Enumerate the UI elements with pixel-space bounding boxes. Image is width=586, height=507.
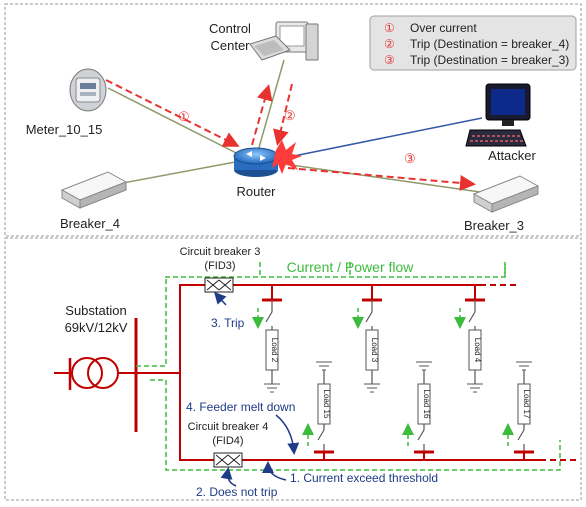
load-4-branch: [465, 285, 485, 393]
feeder-panel: [4, 237, 582, 501]
load-17-branch: [514, 361, 534, 460]
power-flow-label: Current / Power flow: [287, 259, 415, 275]
meltdown-label: 4. Feeder melt down: [186, 400, 295, 414]
not-trip-label: 2. Does not trip: [196, 485, 278, 499]
substation-label-line2: 69kV/12kV: [65, 320, 128, 335]
cb3-label: Circuit breaker 3: [180, 246, 261, 258]
step-2-marker: ②: [284, 108, 296, 123]
exceed-label: 1. Current exceed threshold: [290, 471, 438, 485]
control-center-label-line2: Center: [210, 38, 250, 53]
attack-arrows: [105, 79, 476, 191]
power-flow-boundary: [136, 262, 561, 471]
trip-label: 3. Trip: [211, 316, 245, 330]
cb4-label: Circuit breaker 4: [188, 421, 269, 433]
load-16-branch: [414, 361, 434, 460]
transformer-icon: [54, 357, 136, 390]
breaker-4-device-icon: [60, 171, 128, 209]
flow-arrows-top: [252, 308, 466, 329]
breaker-3-device-icon: [472, 175, 540, 213]
legend-num-2: ②: [384, 37, 395, 51]
load-4-label: Load 4: [473, 338, 482, 363]
load-3-label: Load 3: [370, 338, 379, 363]
legend-num-1: ①: [384, 21, 395, 35]
step-3-marker: ③: [404, 151, 416, 166]
control-center-label-line1: Control: [209, 21, 251, 36]
network-panel: [4, 3, 582, 237]
smart-meter-icon: [69, 68, 107, 112]
flow-arrows-bottom: [302, 423, 514, 446]
control-center-icon: [249, 21, 319, 61]
meter-label: Meter_10_15: [26, 122, 103, 137]
step-1-marker: ①: [178, 109, 190, 124]
trip-pointer: [213, 291, 227, 306]
cb3-fid: (FID3): [204, 260, 235, 272]
cb4-fid: (FID4): [212, 435, 243, 447]
circuit-breaker-3-symbol: [204, 277, 234, 293]
meltdown-pointer: [275, 414, 300, 455]
load-3-branch: [362, 285, 382, 393]
load-15-label: Load 15: [322, 390, 331, 419]
attack-burst-icon: [272, 140, 302, 174]
load-16-label: Load 16: [422, 390, 431, 419]
router-icon: [233, 147, 279, 177]
message-legend: ① Over current ② Trip (Destination = bre…: [369, 15, 577, 71]
load-2-branch: [262, 285, 282, 393]
network-links: [107, 59, 483, 193]
exceed-pointer: [262, 461, 287, 481]
circuit-breaker-4-symbol: [213, 452, 243, 468]
not-trip-pointer: [220, 467, 237, 487]
load-15-branch: [314, 361, 334, 460]
feeder-lines: [179, 284, 578, 461]
attacker-label: Attacker: [488, 148, 536, 163]
legend-text-1: Over current: [410, 21, 477, 35]
load-17-label: Load 17: [522, 390, 531, 419]
breaker-4-label: Breaker_4: [60, 216, 120, 231]
load-2-label: Load 2: [270, 338, 279, 363]
substation-label-line1: Substation: [65, 303, 126, 318]
attacker-icon: [465, 83, 531, 147]
router-label: Router: [236, 184, 276, 199]
breaker-3-label: Breaker_3: [464, 218, 524, 233]
legend-text-3: Trip (Destination = breaker_3): [410, 53, 569, 67]
legend-num-3: ③: [384, 53, 395, 67]
legend-text-2: Trip (Destination = breaker_4): [410, 37, 569, 51]
